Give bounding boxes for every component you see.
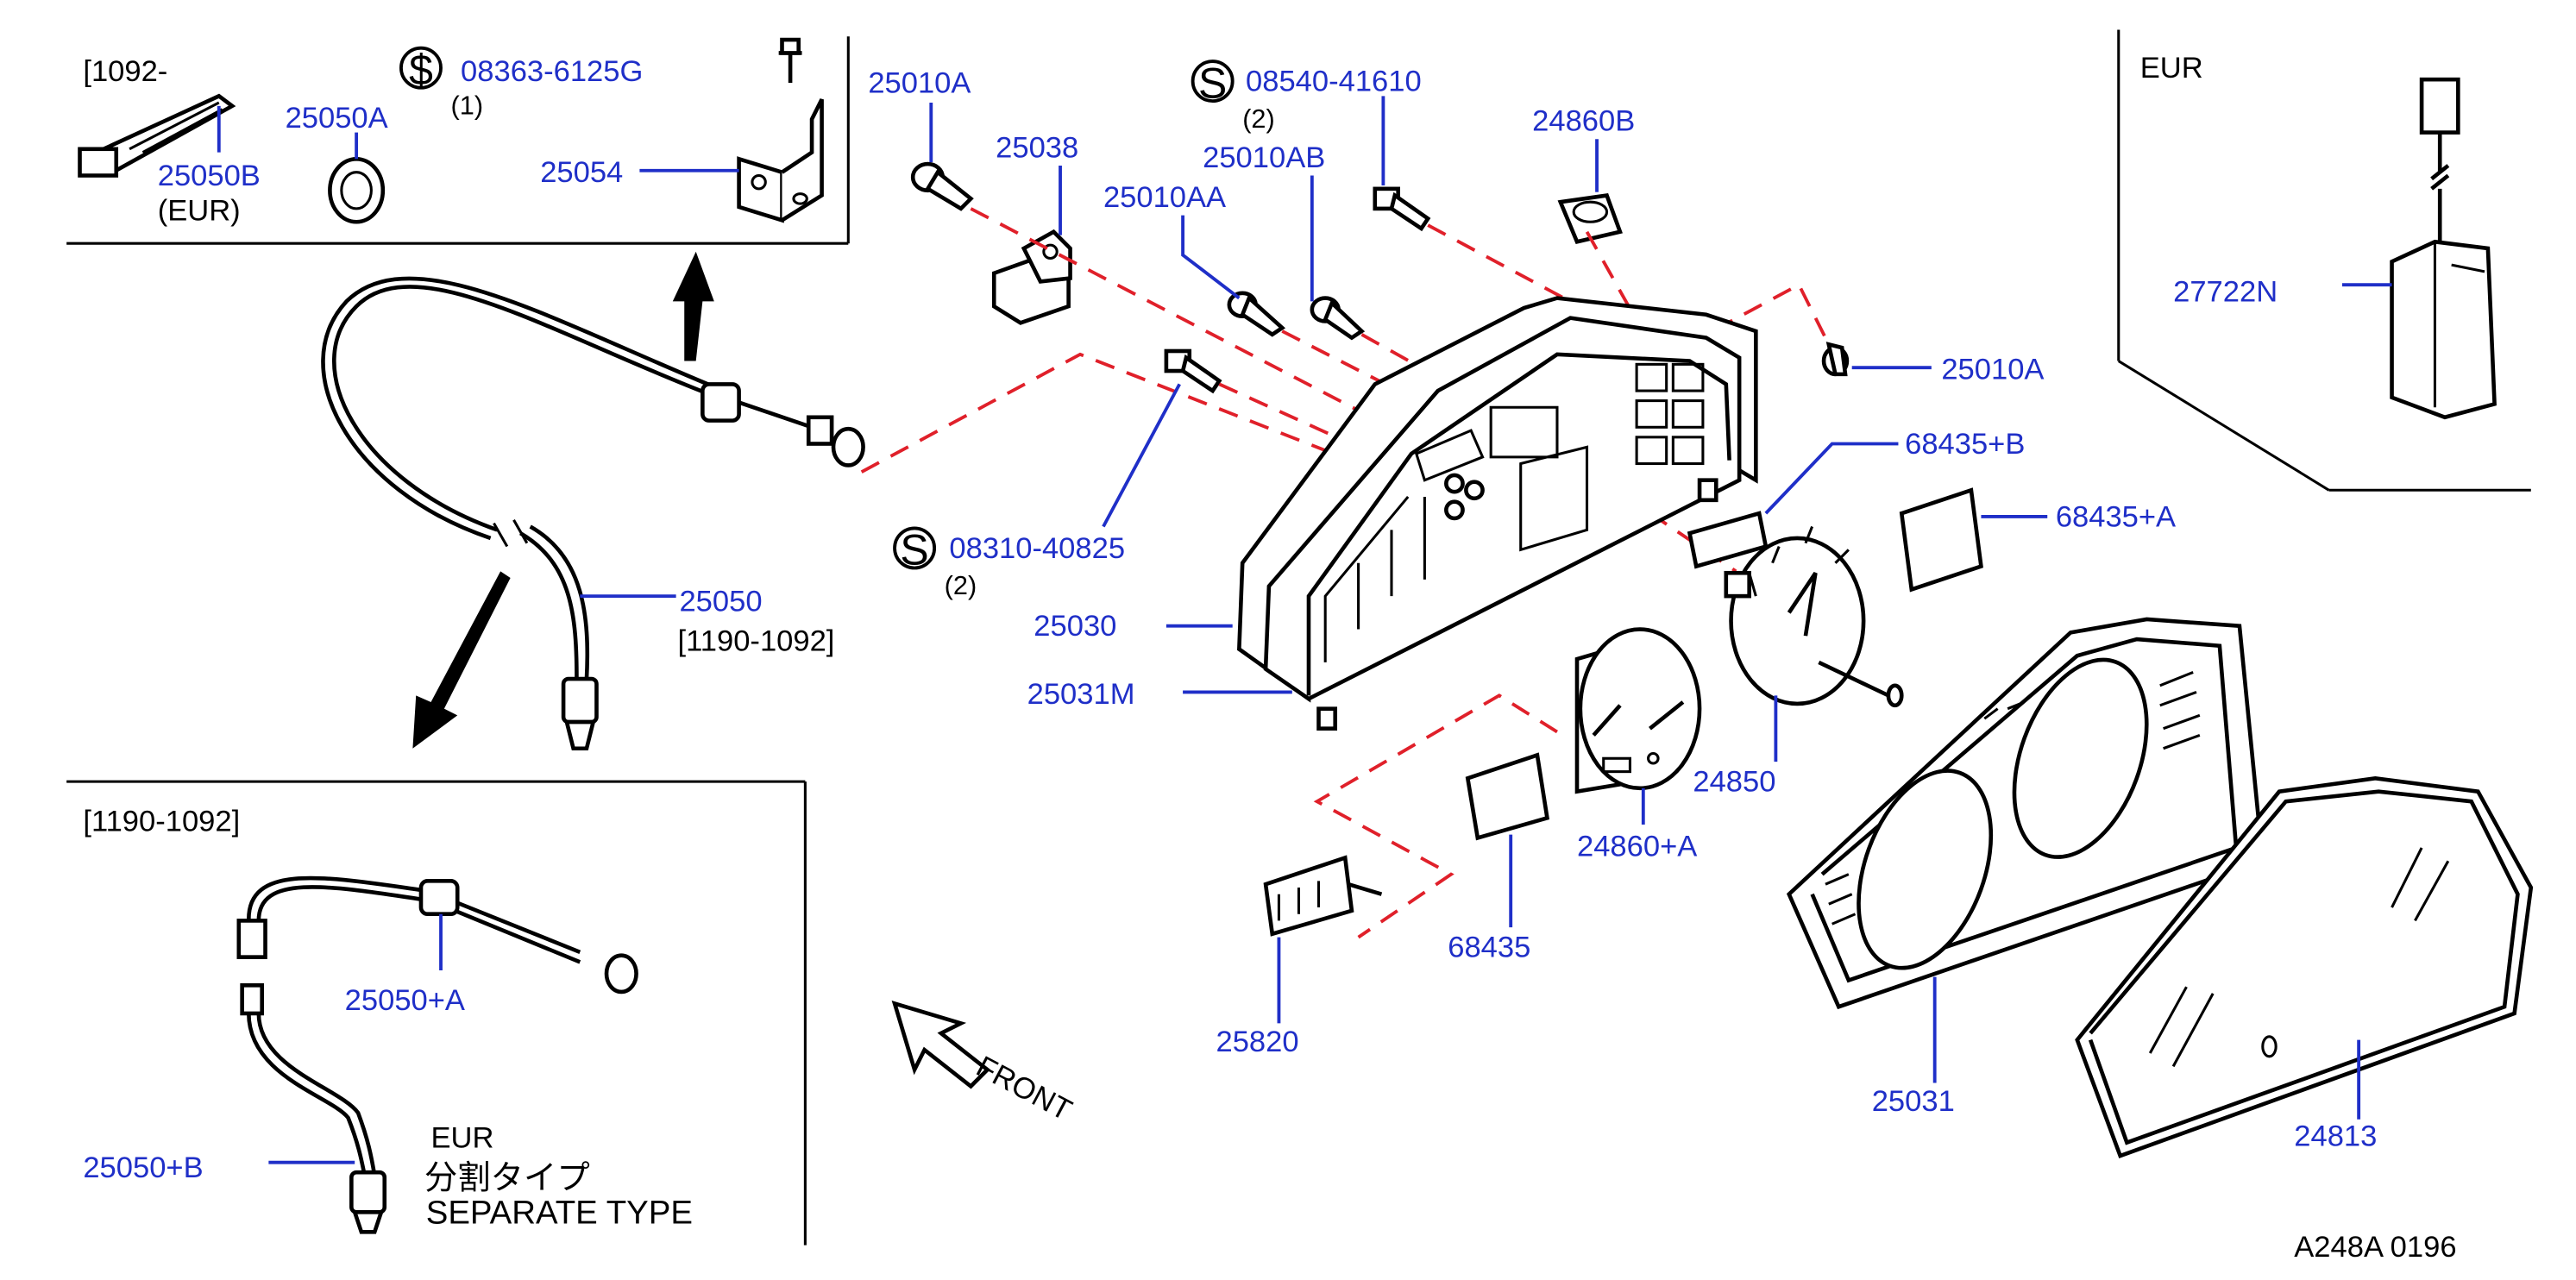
part-25820: 25820 xyxy=(1216,1026,1298,1058)
svg-text:S: S xyxy=(1198,59,1227,107)
eur-box-title: EUR xyxy=(2140,52,2203,85)
part-25031m: 25031M xyxy=(1027,678,1135,711)
range-box-label: [1190-1092] xyxy=(83,806,240,838)
inset-frame-top-left xyxy=(66,36,850,245)
assembly-dashed-lines xyxy=(860,207,1827,939)
part-08310-40825: 08310-40825 xyxy=(949,532,1125,565)
s-circle-icon-08540: S xyxy=(1191,59,1235,107)
part-25050a: 25050A xyxy=(286,102,388,135)
cable-tie-drawing xyxy=(78,93,236,178)
up-arrow-icon xyxy=(672,251,714,361)
part-68435b: 68435+B xyxy=(1905,428,2025,461)
speedometer-24850-drawing xyxy=(1724,525,1904,708)
harness-27722n-drawing xyxy=(2390,77,2497,420)
screw-25010ab xyxy=(1310,296,1366,341)
part-25050a-sep: 25050+A xyxy=(345,984,465,1017)
eur-note: (EUR) xyxy=(158,194,241,227)
front-cover-25031-drawing xyxy=(1786,617,2265,1010)
qty-08540: (2) xyxy=(1242,104,1275,134)
part-25030: 25030 xyxy=(1034,610,1116,643)
part-25050b: 25050B xyxy=(158,160,261,192)
eur-separate-label: EUR xyxy=(431,1121,494,1154)
screw-25010aa xyxy=(1227,291,1286,337)
label-68435-drawing xyxy=(1465,752,1550,841)
part-68435a: 68435+A xyxy=(2056,500,2176,533)
part-25010a-top: 25010A xyxy=(868,67,971,100)
inset-frame-bottom-left xyxy=(66,780,807,1245)
s-circle-icon-08310: S xyxy=(893,526,937,574)
screw-25010a-right xyxy=(1821,342,1850,377)
qty-08310: (2) xyxy=(945,570,977,600)
part-24850: 24850 xyxy=(1693,766,1775,799)
leader-lines xyxy=(217,96,2392,1164)
part-08540-41610: 08540-41610 xyxy=(1246,66,1422,98)
part-08363-6125g: 08363-6125G xyxy=(461,55,643,88)
socket-24860b xyxy=(1557,192,1623,244)
qty-08363: (1) xyxy=(451,90,484,120)
front-arrow-icon xyxy=(891,1000,991,1089)
gauge-24860a-drawing xyxy=(1574,627,1702,794)
part-25038: 25038 xyxy=(996,131,1078,164)
part-25050: 25050 xyxy=(679,585,762,618)
bolt-08540 xyxy=(1373,186,1431,232)
svg-text:S: S xyxy=(900,526,928,574)
grommet-drawing xyxy=(328,156,386,224)
reference-code: A248A 0196 xyxy=(2294,1231,2456,1264)
range-1092-label: [1092- xyxy=(83,55,167,88)
part-25010a-right: 25010A xyxy=(1941,354,2044,386)
glass-24813-drawing xyxy=(2075,775,2534,1158)
bolt-08310 xyxy=(1164,348,1222,394)
part-25010ab: 25010AB xyxy=(1203,141,1325,174)
screw-25010a-top xyxy=(910,161,974,211)
label-68435a-drawing xyxy=(1899,487,1983,593)
svg-text:$: $ xyxy=(409,46,433,94)
part-25050b-sep: 25050+B xyxy=(83,1151,203,1184)
part-24860b: 24860B xyxy=(1532,105,1635,138)
down-arrow-icon xyxy=(412,571,511,749)
dollar-circle-icon: $ xyxy=(399,46,443,94)
part-24860a: 24860+A xyxy=(1577,831,1697,863)
separate-cable-drawing xyxy=(236,875,638,1234)
cluster-housing-25030 xyxy=(1237,296,1758,731)
part-68435: 68435 xyxy=(1448,932,1530,964)
inset-frame-eur xyxy=(2117,29,2531,492)
part-25031: 25031 xyxy=(1872,1085,1955,1118)
speedometer-cable-drawing xyxy=(321,276,865,751)
range-cable-label: [1190-1092] xyxy=(678,624,835,657)
part-25010aa: 25010AA xyxy=(1103,181,1226,214)
front-label: FRONT xyxy=(971,1051,1077,1127)
separate-type-label: SEPARATE TYPE xyxy=(426,1195,693,1232)
part-25054: 25054 xyxy=(540,156,623,189)
part-27722n: 27722N xyxy=(2173,275,2278,308)
indicator-25820-drawing xyxy=(1263,855,1383,937)
part-24813: 24813 xyxy=(2294,1120,2377,1152)
separate-type-jp: 分割タイプ xyxy=(424,1158,590,1197)
holder-25038 xyxy=(991,229,1072,325)
bracket-drawing xyxy=(737,37,824,223)
